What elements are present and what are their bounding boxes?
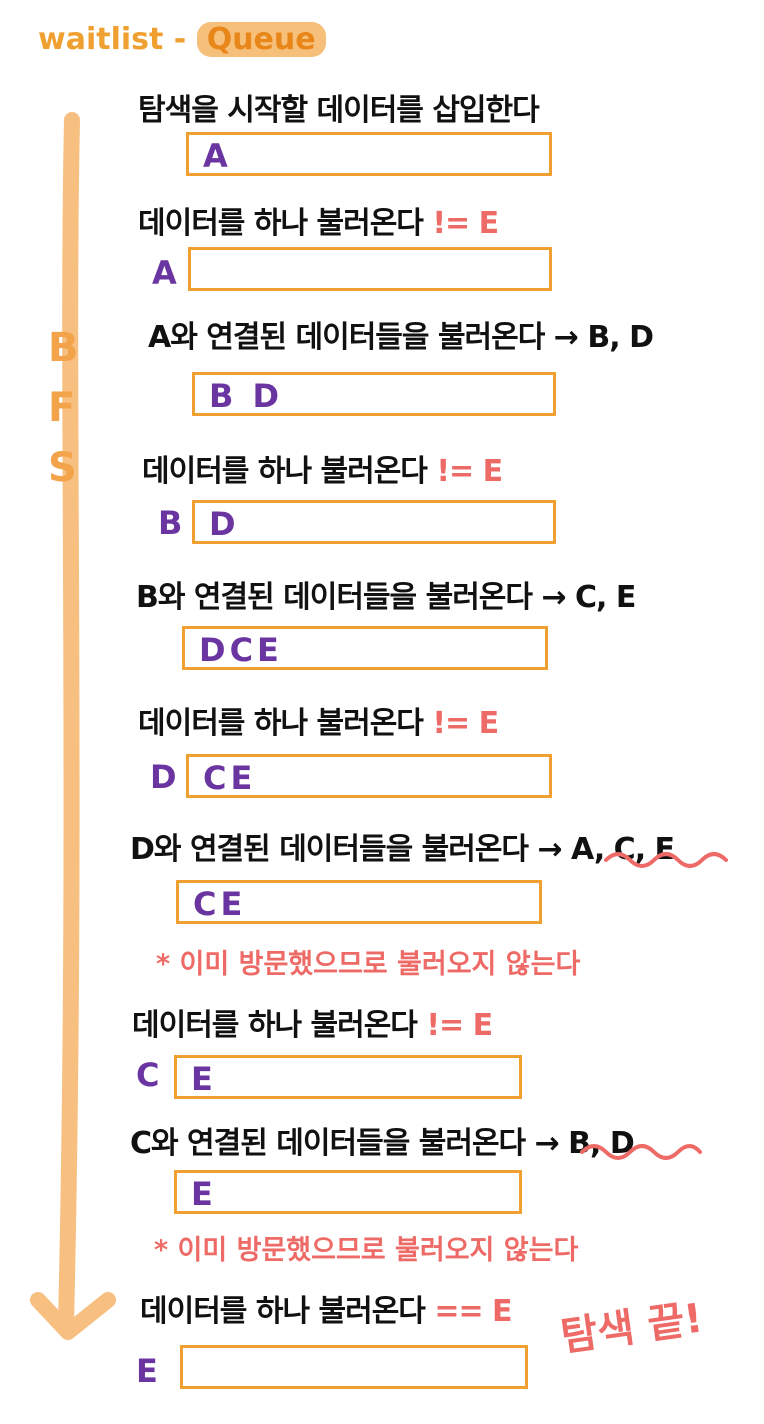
queue-box: CE xyxy=(186,754,552,798)
step-dequeue: 데이터를 하나 불러온다 != E xyxy=(132,1008,493,1043)
check-not-equal: != E xyxy=(436,454,503,489)
queue-box xyxy=(188,247,552,291)
page-title: waitlist - Queue xyxy=(38,22,326,57)
title-prefix: waitlist - xyxy=(38,22,197,57)
queue-box: E xyxy=(174,1170,522,1214)
red-underline-squiggle xyxy=(604,852,728,868)
popped-node: C xyxy=(136,1056,160,1094)
step-load-neighbors: A와 연결된 데이터들을 불러온다 → B, D xyxy=(148,320,654,355)
queue-box: CE xyxy=(176,880,542,924)
step-insert-start: 탐색을 시작할 데이터를 삽입한다 xyxy=(138,93,540,128)
queue-content: CE xyxy=(193,885,247,923)
step-load-neighbors: D와 연결된 데이터들을 불러온다 → A, C, E xyxy=(130,832,675,867)
queue-content: CE xyxy=(203,759,257,797)
step-dequeue: 데이터를 하나 불러온다 != E xyxy=(138,706,499,741)
queue-content: B D xyxy=(209,377,284,415)
step-dequeue: 데이터를 하나 불러온다 == E xyxy=(140,1294,513,1329)
title-highlight: Queue xyxy=(196,22,326,57)
queue-content: A xyxy=(203,137,232,175)
queue-box: A xyxy=(186,132,552,176)
queue-content: E xyxy=(191,1060,217,1098)
red-underline-squiggle xyxy=(580,1144,702,1160)
bfs-letter-f: F xyxy=(48,385,76,431)
popped-node: B xyxy=(158,504,183,542)
step-load-neighbors: C와 연결된 데이터들을 불러온다 → B, D xyxy=(130,1126,635,1161)
already-visited-note: * 이미 방문했으므로 불러오지 않는다 xyxy=(154,1235,579,1266)
already-visited-note: * 이미 방문했으므로 불러오지 않는다 xyxy=(156,949,581,980)
queue-box xyxy=(180,1345,528,1389)
queue-box: D xyxy=(192,500,556,544)
check-not-equal: != E xyxy=(426,1008,493,1043)
step-load-neighbors: B와 연결된 데이터들을 불러온다 → C, E xyxy=(136,580,636,615)
queue-box: B D xyxy=(192,372,556,416)
step-dequeue: 데이터를 하나 불러온다 != E xyxy=(138,206,499,241)
queue-box: E xyxy=(174,1055,522,1099)
popped-node: E xyxy=(136,1352,158,1390)
bfs-letter-s: S xyxy=(48,445,77,491)
queue-content: E xyxy=(191,1175,217,1213)
step-dequeue: 데이터를 하나 불러온다 != E xyxy=(142,454,503,489)
popped-node: D xyxy=(150,758,177,796)
queue-content: D xyxy=(209,505,240,543)
check-equal: == E xyxy=(434,1294,512,1329)
check-not-equal: != E xyxy=(432,206,499,241)
queue-box: DCE xyxy=(182,626,548,670)
check-not-equal: != E xyxy=(432,706,499,741)
popped-node: A xyxy=(152,254,177,292)
bfs-letter-b: B xyxy=(48,325,79,371)
queue-content: DCE xyxy=(199,631,283,669)
